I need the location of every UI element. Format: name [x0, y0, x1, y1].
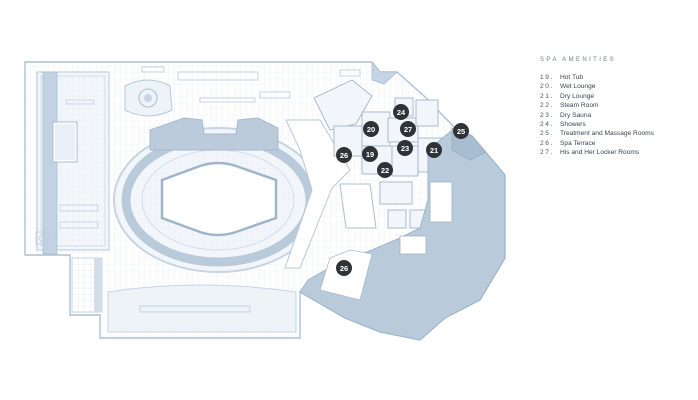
marker-26-lower[interactable]: 26	[336, 260, 352, 276]
svg-text:25: 25	[457, 127, 465, 136]
diagonal-corridor	[284, 119, 377, 269]
legend-label: Showers	[560, 121, 586, 129]
central-oval	[113, 127, 323, 273]
marker-26-upper[interactable]: 26	[336, 147, 352, 163]
legend-item: 22. Steam Room	[540, 101, 690, 110]
svg-text:23: 23	[401, 144, 409, 153]
legend-item: 21. Dry Lounge	[540, 92, 690, 101]
marker-20[interactable]: 20	[363, 121, 379, 137]
legend-label: Treatment and Massage Rooms	[560, 130, 654, 138]
legend-number: 23.	[540, 111, 554, 119]
svg-text:27: 27	[404, 125, 412, 134]
legend-item: 23. Dry Sauna	[540, 111, 690, 120]
lap-pool	[42, 71, 78, 255]
amenity-markers: 24 20 27 25 26 19 23 21 22 26	[336, 104, 469, 276]
marker-25[interactable]: 25	[453, 123, 469, 139]
legend-number: 26.	[540, 139, 554, 147]
marker-24[interactable]: 24	[393, 104, 409, 120]
legend-list: 19. Hot Tub 20. Wet Lounge 21. Dry Lounge 2…	[540, 73, 690, 158]
svg-text:20: 20	[367, 125, 375, 134]
legend-label: Wet Lounge	[560, 83, 596, 91]
top-right-wedge	[371, 60, 399, 85]
marker-22[interactable]: 22	[377, 162, 393, 178]
legend-label: Steam Room	[560, 102, 599, 110]
legend-label: His and Her Locker Rooms	[560, 149, 640, 157]
round-lounge	[124, 79, 173, 117]
bottom-lounge	[107, 284, 297, 333]
legend-label: Hot Tub	[560, 74, 584, 81]
legend-item: 20. Wet Lounge	[540, 82, 690, 91]
legend-item: 25. Treatment and Massage Rooms	[540, 129, 690, 138]
legend-number: 27.	[540, 149, 554, 157]
marker-27[interactable]: 27	[400, 121, 416, 137]
oval-top-block	[149, 117, 279, 151]
legend-item: 19. Hot Tub	[540, 73, 690, 82]
legend-number: 22.	[540, 102, 554, 110]
svg-text:21: 21	[430, 146, 438, 155]
legend-item: 27. His and Her Locker Rooms	[540, 148, 690, 157]
legend-number: 21.	[540, 92, 554, 100]
marker-19[interactable]: 19	[362, 146, 378, 162]
legend-item: 24. Showers	[540, 120, 690, 129]
legend-label: Dry Sauna	[560, 111, 592, 119]
legend-title: SPA AMENITIES	[540, 57, 617, 63]
top-benches	[141, 66, 361, 103]
left-furniture	[35, 99, 99, 245]
svg-text:24: 24	[397, 108, 406, 117]
legend-label: Spa Terrace	[560, 139, 596, 147]
marker-23[interactable]: 23	[397, 140, 413, 156]
legend-number: 25.	[540, 130, 554, 138]
legend-number: 19.	[540, 74, 554, 81]
svg-text:26: 26	[340, 264, 348, 273]
svg-text:19: 19	[366, 150, 374, 159]
legend-item: 26. Spa Terrace	[540, 139, 690, 148]
legend: SPA AMENITIES 19. Hot Tub 20. Wet Lounge 2…	[540, 57, 690, 158]
legend-number: 20.	[540, 83, 554, 91]
legend-number: 24.	[540, 121, 554, 129]
legend-label: Dry Lounge	[560, 92, 595, 100]
svg-text:26: 26	[340, 151, 348, 160]
svg-text:22: 22	[381, 166, 389, 175]
left-lower-wing	[71, 257, 103, 313]
marker-21[interactable]: 21	[426, 142, 442, 158]
